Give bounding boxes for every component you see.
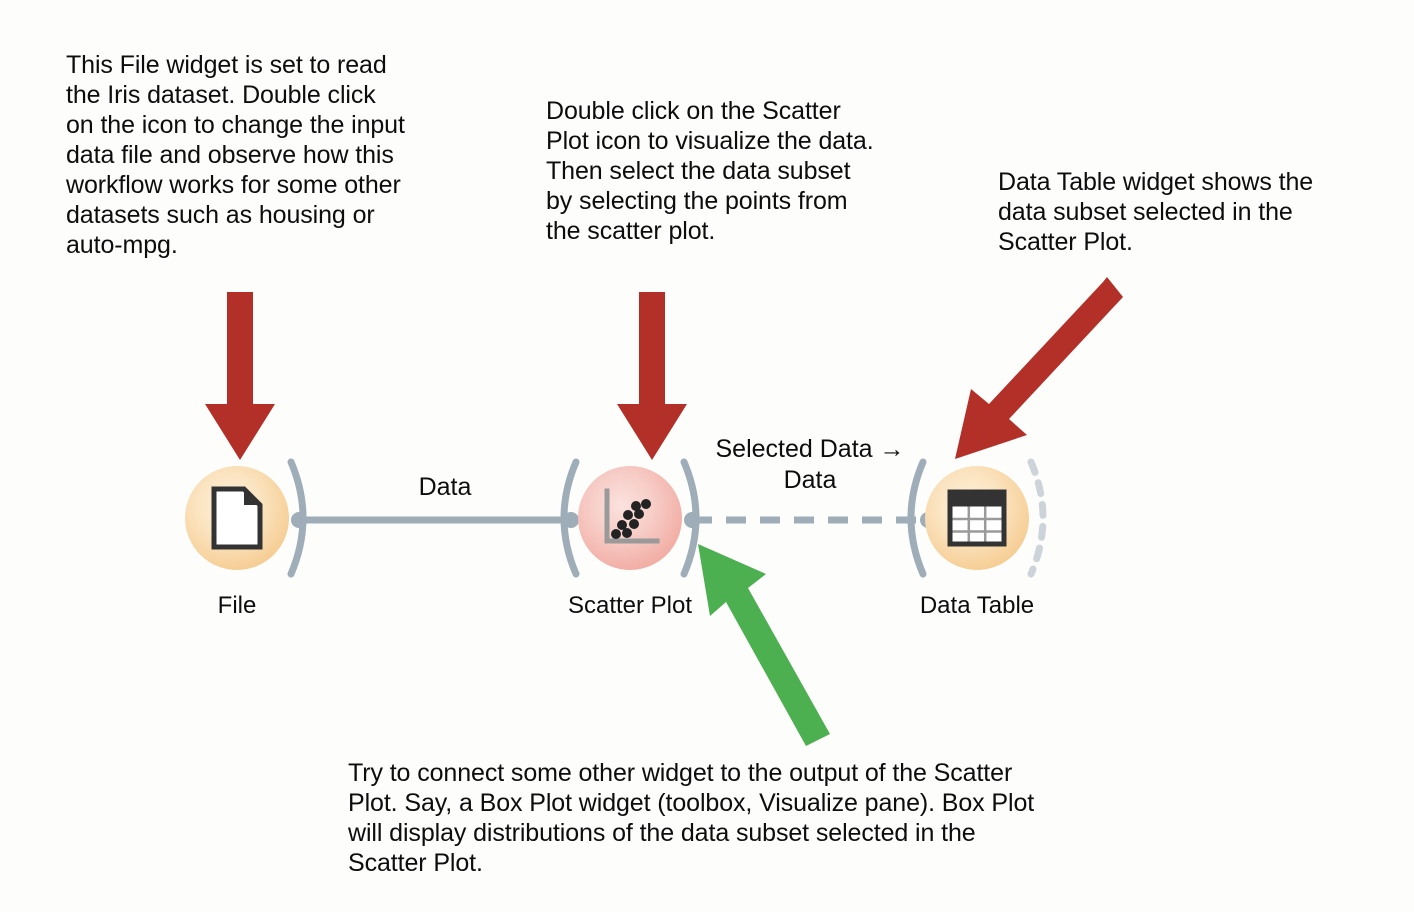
annotation-scatter-plot: Double click on the Scatter Plot icon to…: [546, 97, 874, 245]
node-label-scatter-plot: Scatter Plot: [567, 592, 693, 619]
annotation-data-table: Data Table widget shows the data subset …: [998, 168, 1314, 256]
output-channel-bracket-unconnected[interactable]: [1023, 456, 1063, 580]
link-label-data: Data: [418, 473, 472, 501]
annotation-file-widget: This File widget is set to read the Iris…: [66, 51, 405, 259]
node-label-file: File: [217, 592, 257, 619]
widget-node-data-table[interactable]: Data Table: [867, 450, 1087, 650]
output-channel-bracket[interactable]: [283, 456, 323, 580]
scatter-plot-icon: [578, 466, 682, 570]
widget-node-scatter-plot[interactable]: Scatter Plot: [520, 450, 740, 650]
document-icon: [185, 466, 289, 570]
output-channel-bracket[interactable]: [676, 456, 716, 580]
node-label-data-table: Data Table: [919, 592, 1035, 619]
arrow-to-data-table-widget: [955, 277, 1123, 459]
arrow-to-file-widget: [205, 292, 275, 460]
table-icon: [925, 466, 1029, 570]
annotation-box-plot-hint: Try to connect some other widget to the …: [348, 759, 1035, 877]
link-label-selected-data: Selected Data → Data: [715, 435, 905, 494]
widget-node-file[interactable]: File: [127, 450, 347, 650]
